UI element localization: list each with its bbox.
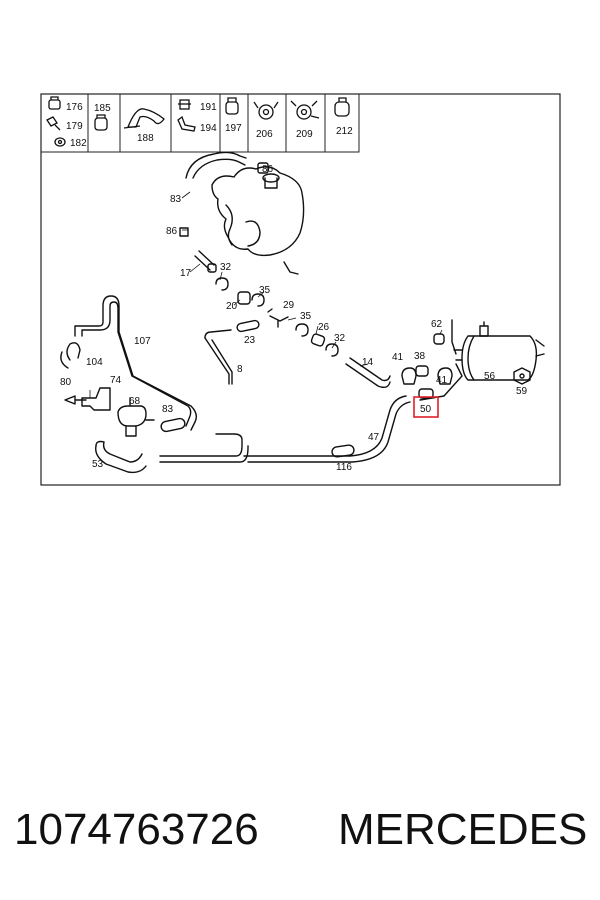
legend-table	[41, 94, 360, 153]
callout-label[interactable]: 14	[362, 357, 374, 368]
diagram-frame	[40, 93, 561, 486]
callout-label[interactable]: 17	[180, 268, 192, 279]
callout-label[interactable]: 74	[110, 375, 122, 386]
highlighted-part-box[interactable]	[413, 396, 439, 418]
leader-lines	[89, 191, 443, 398]
legend-label: 194	[200, 123, 217, 134]
callout-numbers: 83 86 86 17 32 20 35 29 35 26 32 23 8 14…	[60, 164, 528, 473]
caption-bar: 1074763726 MERCEDES	[0, 790, 600, 870]
callout-label[interactable]: 104	[86, 357, 103, 368]
legend-icons	[46, 96, 350, 147]
part-number: 1074763726	[14, 805, 259, 854]
legend-label: 206	[256, 129, 273, 140]
legend-label: 209	[296, 129, 313, 140]
callout-label[interactable]: 53	[92, 459, 104, 470]
legend-label: 191	[200, 102, 217, 113]
callout-label[interactable]: 32	[220, 262, 232, 273]
legend-label: 176	[66, 102, 83, 113]
callout-label[interactable]: 59	[516, 386, 528, 397]
callout-label[interactable]: 83	[170, 194, 182, 205]
brand-name: MERCEDES	[338, 805, 588, 854]
callout-label[interactable]: 107	[134, 336, 151, 347]
callout-label[interactable]: 86	[166, 226, 178, 237]
callout-label[interactable]: 80	[60, 377, 72, 388]
callout-label[interactable]: 29	[283, 300, 295, 311]
callout-label[interactable]: 86	[262, 164, 274, 175]
legend-label: 185	[94, 103, 111, 114]
callout-label[interactable]: 23	[244, 335, 256, 346]
callout-label[interactable]: 26	[318, 322, 330, 333]
callout-label[interactable]: 38	[414, 351, 426, 362]
legend-label: 179	[66, 121, 83, 132]
component-drawings	[60, 151, 545, 474]
callout-label[interactable]: 68	[129, 396, 141, 407]
legend-numbers: 176 179 182 185 188 191 194 197 206 209 …	[66, 102, 353, 149]
callout-label[interactable]: 8	[237, 364, 243, 375]
callout-label[interactable]: 56	[484, 371, 496, 382]
legend-label: 197	[225, 123, 242, 134]
callout-label[interactable]: 41	[436, 375, 448, 386]
legend-label: 212	[336, 126, 353, 137]
legend-label: 182	[70, 138, 87, 149]
callout-label[interactable]: 35	[300, 311, 312, 322]
callout-label[interactable]: 62	[431, 319, 443, 330]
parts-diagram: 176 179 182 185 188 191 194 197 206 209 …	[40, 93, 561, 486]
callout-label[interactable]: 20	[226, 301, 238, 312]
callout-label[interactable]: 35	[259, 285, 271, 296]
callout-label[interactable]: 50	[420, 404, 432, 415]
legend-label: 188	[137, 133, 154, 144]
callout-label[interactable]: 41	[392, 352, 404, 363]
callout-label[interactable]: 116	[336, 462, 352, 473]
callout-label[interactable]: 47	[368, 432, 380, 443]
callout-label[interactable]: 32	[334, 333, 346, 344]
callout-label[interactable]: 83	[162, 404, 174, 415]
